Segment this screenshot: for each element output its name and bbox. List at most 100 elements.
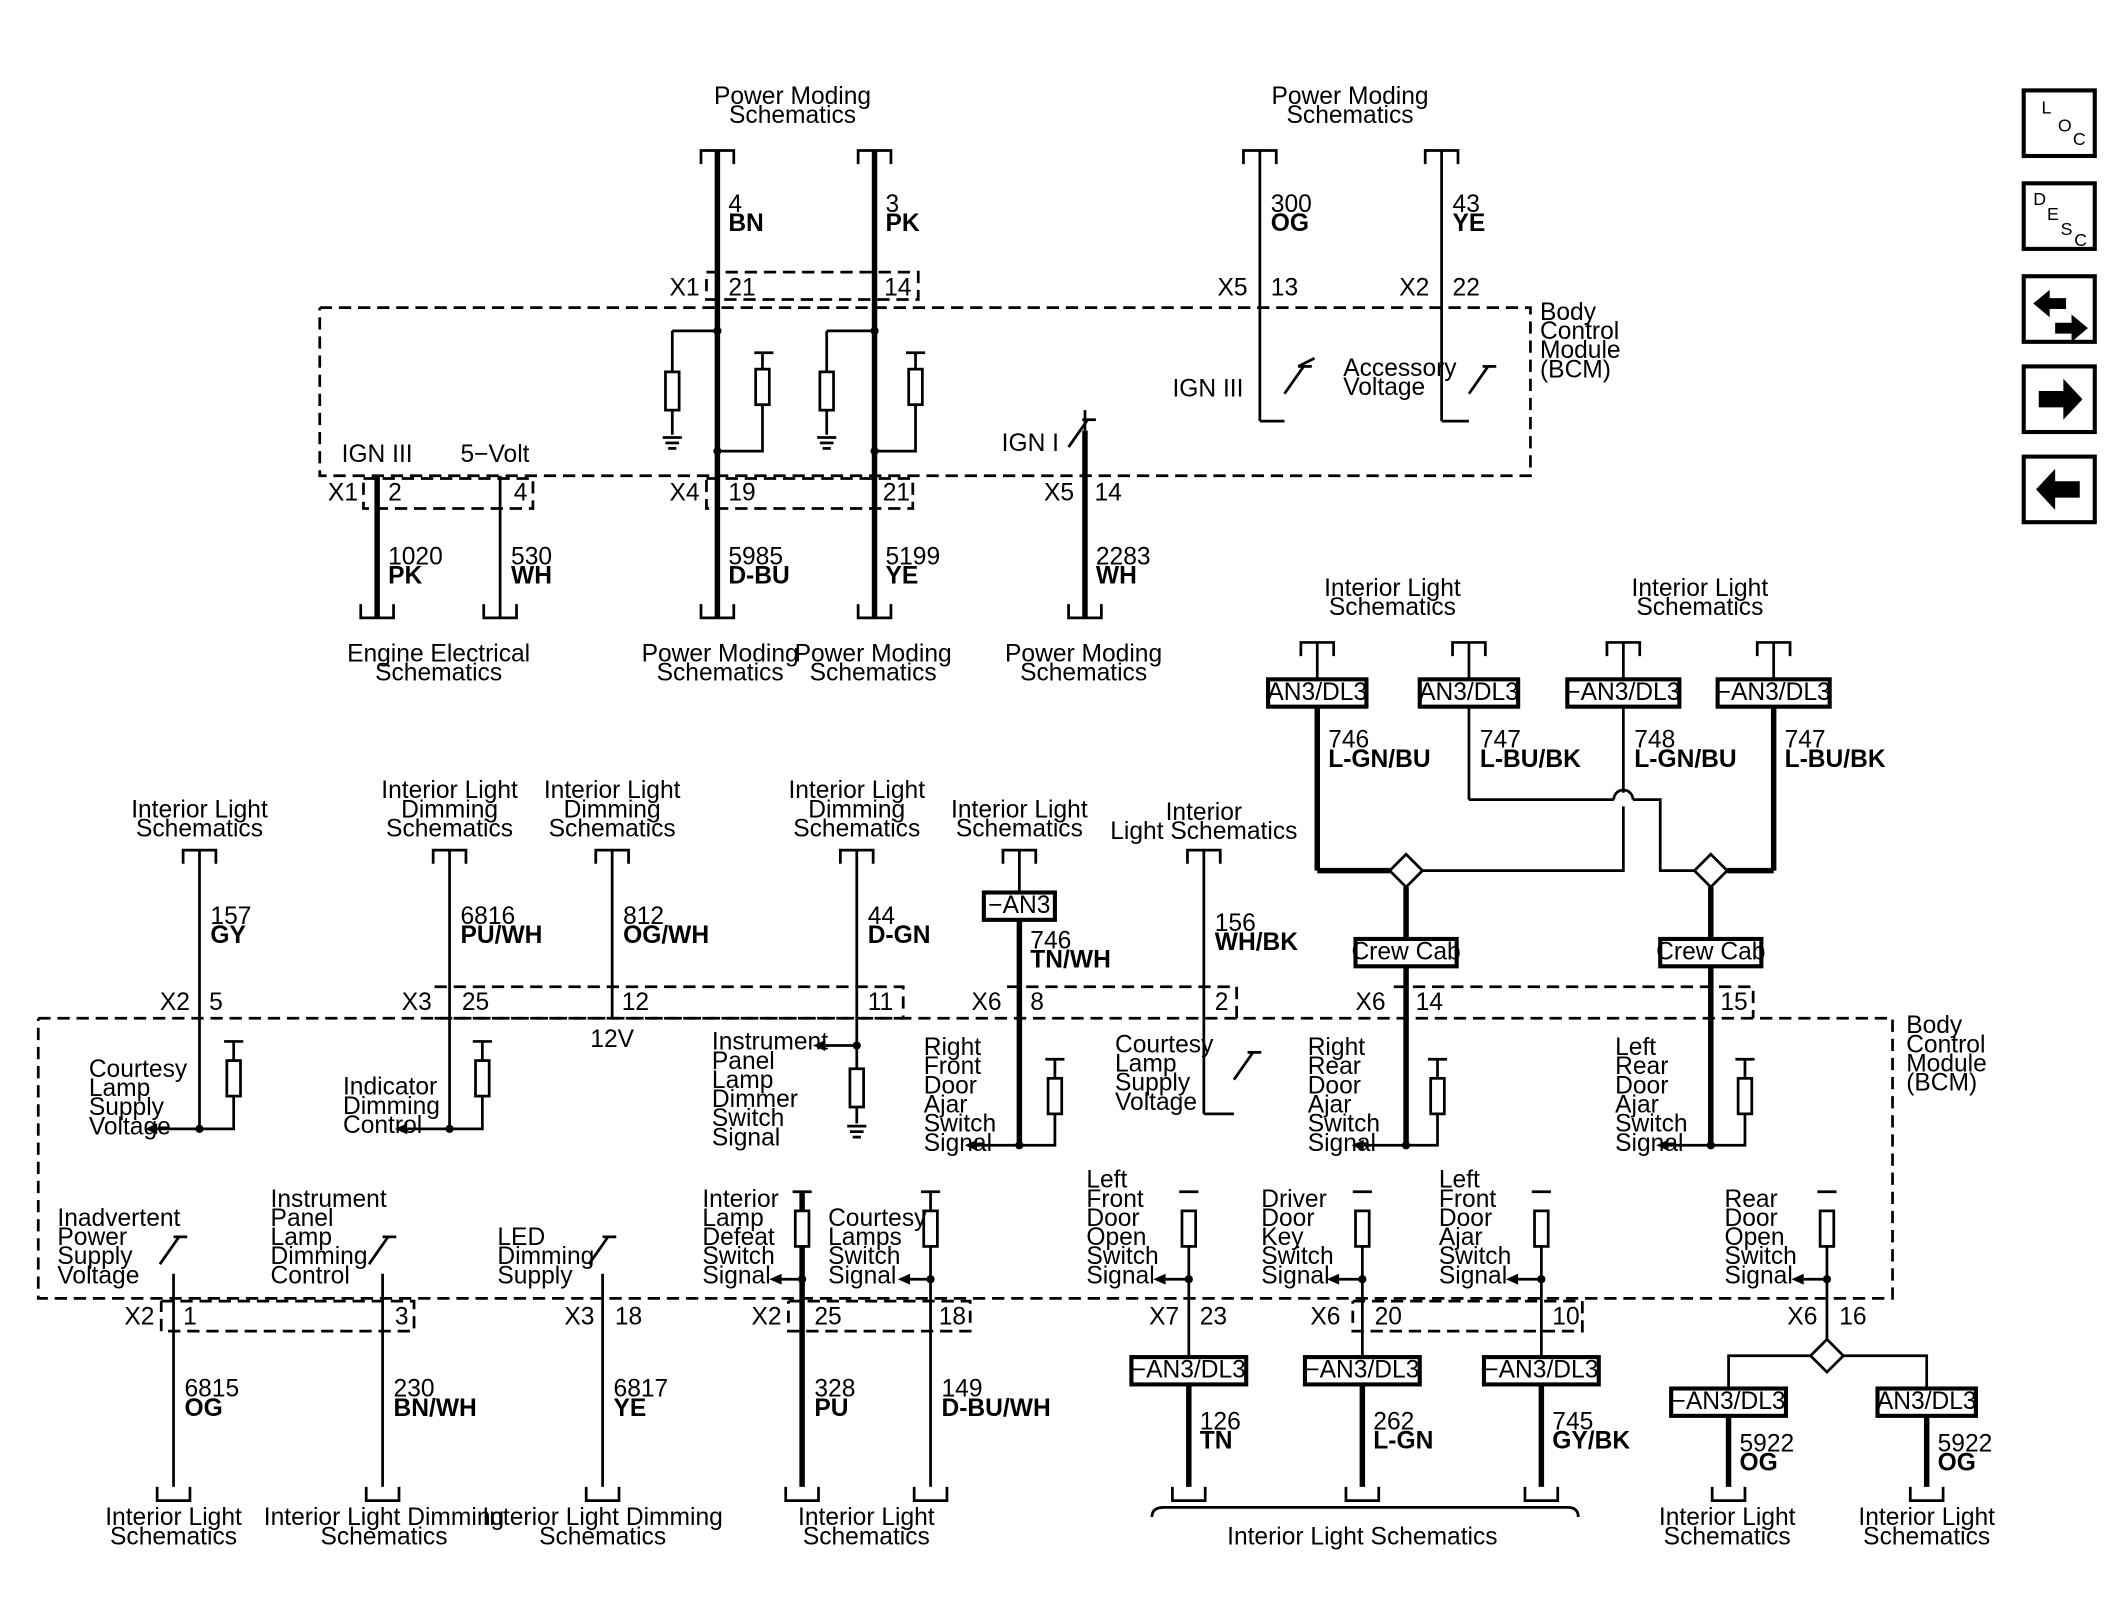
wire-color: PK [885,210,919,237]
wire-segment [1632,798,1695,873]
desc-letter: S [2061,219,2073,239]
label: Inadvertent [57,1205,180,1232]
wire-color: L-GN [1373,1428,1433,1455]
pin-number: 25 [462,989,489,1016]
connector-label: Interior Light [131,796,268,823]
option-box-frame [1266,677,1369,709]
connector-label: Power Moding [642,641,799,668]
label: 5−Volt [460,441,529,468]
label: Signal [828,1262,896,1289]
option-box-neg-an3dl3: −AN3/DL3 [1715,677,1832,709]
option-box-label: −AN3/DL3 [1305,1357,1419,1384]
loc-icon[interactable] [2021,88,2097,159]
connector-label: Interior Light [788,777,925,804]
pin-number: 12 [622,989,649,1016]
signal-arrow-icon [1153,1273,1166,1285]
junction-dot [1015,1141,1024,1150]
label: Ajar [1308,1092,1352,1119]
wire-color: GY [210,922,246,949]
label: Panel [712,1048,775,1075]
connector-label: Schematics [803,1523,930,1550]
label: Dimmer [712,1086,798,1113]
pin-number: 8 [1030,989,1044,1016]
circuit-number: 157 [210,903,251,930]
splice-diamond-icon [1808,1337,1846,1375]
junction-dot [1706,1141,1715,1150]
circuit-number: 747 [1785,727,1826,754]
connector-label: Interior Light [1324,575,1461,602]
pin-number: 15 [1720,989,1747,1016]
connector-label: Interior Light [1632,575,1769,602]
pin-number: 4 [514,479,528,506]
desc-icon[interactable] [2021,181,2097,251]
resistor-icon [818,370,835,412]
connector-x4 [705,477,915,510]
connector-label: Power Moding [714,83,871,110]
signal-arrow-icon [1326,1273,1340,1285]
wire-color: OG [1938,1450,1976,1477]
circuit-number: 745 [1552,1409,1593,1436]
junction-dot [870,447,879,456]
pin-number: 21 [728,274,755,301]
junction-dot [926,1275,935,1284]
pin-number: 18 [939,1303,966,1330]
signal-arrow-icon [1351,1139,1364,1151]
label: Door [1439,1205,1492,1232]
label: Door [1308,1072,1361,1099]
junction-dot [852,1041,861,1050]
label: IGN III [1172,375,1243,402]
connector-fork-icon [364,1486,401,1502]
option-box-an3dl3: AN3/DL3 [1266,677,1369,709]
wire-color: OG/WH [623,922,709,949]
label: Door [924,1072,977,1099]
connector-label: Interior Light [798,1504,935,1531]
label: Courtesy [828,1205,927,1232]
circuit-number: 6815 [184,1376,239,1403]
connector-label: Dimming [564,796,661,823]
circuit-number: 262 [1373,1409,1414,1436]
connector-x6-b [1393,985,1755,1019]
circuit-number: 6816 [460,903,515,930]
connector-label: Schematics [136,815,263,842]
label: Ajar [924,1092,968,1119]
circuit-number: 6817 [614,1376,669,1403]
label: Supply [89,1094,165,1121]
switch-icon [367,1236,390,1265]
label: Courtesy [89,1056,188,1083]
desc-letter: E [2047,204,2059,224]
courtesy-supply-switch-icon [1232,1051,1255,1081]
circuit-number: 126 [1200,1409,1241,1436]
connector-x2-bottom [159,1299,416,1333]
option-box-neg-an3dl3: −AN3/DL3 [1481,1355,1601,1387]
connector-label: Schematics [1287,102,1414,129]
label: Rear [1615,1053,1668,1080]
splice-diamond-icon [1387,852,1425,889]
connector-id: X6 [1787,1303,1817,1330]
connector-label: Schematics [386,815,513,842]
connector-label: Schematics [320,1523,447,1550]
connector-fork-icon [912,1486,949,1502]
circuit-number: 747 [1480,727,1521,754]
wire-color: OG [1739,1450,1777,1477]
ign3-switch-icon [1283,365,1305,395]
pin-number: 20 [1375,1303,1402,1330]
loc-letter: O [2058,115,2072,135]
wire-color: YE [614,1395,647,1422]
label: Supply [497,1262,573,1289]
wire-color: L-GN/BU [1634,746,1736,773]
resistor-icon [793,1209,811,1248]
label: Dimming [343,1093,440,1120]
signal-arrow-icon [1656,1139,1669,1151]
junction-dot [870,326,879,335]
label: Power [57,1224,127,1251]
connector-fork-icon [1908,1486,1945,1502]
label: IGN I [1002,430,1059,457]
junction-dot [1184,1275,1193,1284]
signal-arrow-icon [897,1273,911,1285]
connector-id: X3 [402,989,432,1016]
label: Voltage [57,1262,139,1289]
label: Switch [1724,1243,1796,1270]
connector-fork-icon [359,604,395,620]
circuit-number: 44 [868,903,895,930]
option-box-label: −AN3/DL3 [1484,1357,1598,1384]
